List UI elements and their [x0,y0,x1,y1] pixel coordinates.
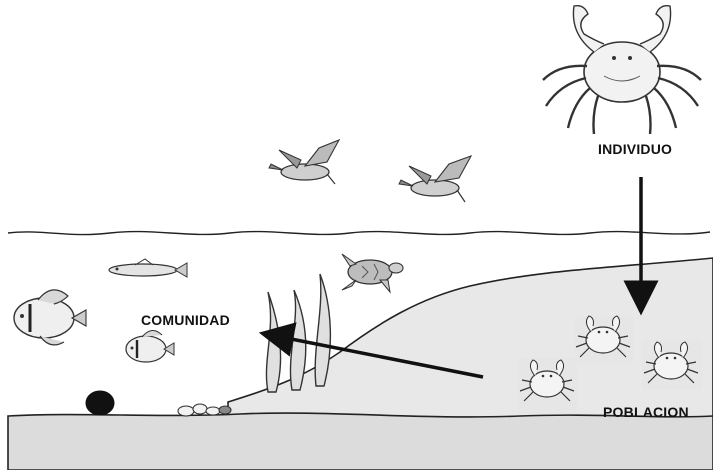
label-comunidad: COMUNIDAD [141,312,230,328]
rock-icon [86,391,114,415]
butterflyfish-icon [126,330,174,362]
sea-floor [8,413,713,470]
label-poblacion: POBLACION [603,404,689,420]
seaweed-icon [266,274,330,392]
label-individuo: INDIVIDUO [598,141,672,157]
fish-icon [109,259,187,277]
crab-individual-icon [543,6,701,134]
duck-icon [269,140,339,184]
turtle-icon [342,254,403,292]
water-surface-line [8,232,710,235]
shells-icon [178,404,231,416]
butterflyfish-icon [14,290,86,345]
duck-icon [399,156,471,202]
